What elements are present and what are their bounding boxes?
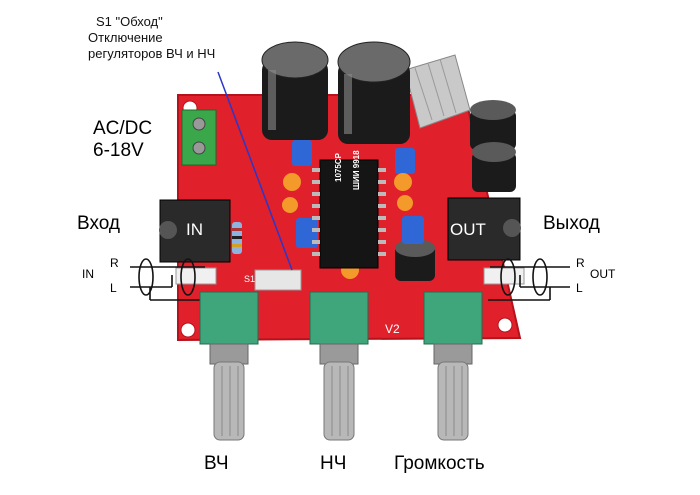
output-l-label: L	[576, 281, 583, 295]
power-line2: 6-18V	[93, 140, 144, 161]
s1-line2: Отключение	[88, 30, 163, 45]
s1-title: S1 "Обход"	[96, 14, 163, 29]
power-terminal	[181, 109, 217, 166]
knob-treble	[199, 291, 259, 441]
wiring-out	[488, 258, 570, 301]
ic-chip	[312, 159, 386, 269]
board-version: V2	[385, 322, 400, 336]
treble-label: ВЧ	[204, 453, 229, 474]
bass-label: НЧ	[320, 453, 347, 474]
big-capacitor-left	[261, 41, 329, 140]
output-jack	[447, 197, 521, 261]
volume-label: Громкость	[394, 453, 485, 474]
silk-s1: S1	[244, 274, 256, 284]
connector-out	[483, 267, 525, 285]
chip-marking-2: ШИИ 9918	[352, 150, 361, 190]
input-side-label: IN	[82, 267, 94, 281]
input-jack	[159, 199, 231, 263]
big-capacitor-right	[337, 41, 411, 144]
blue-capacitors	[292, 140, 424, 248]
knob-bass	[309, 291, 369, 441]
power-line1: AC/DC	[93, 118, 153, 139]
mount-hole	[497, 317, 513, 333]
s1-line3: регуляторов ВЧ и НЧ	[88, 46, 216, 61]
annotation-pointer	[217, 71, 293, 271]
switch-s1	[254, 269, 302, 291]
power-label: AC/DC 6-18V	[93, 118, 152, 162]
connector-in	[175, 267, 217, 285]
jack-in-label: IN	[186, 220, 203, 239]
input-l-label: L	[110, 281, 117, 295]
input-title: Вход	[77, 213, 120, 234]
jack-out-label: OUT	[450, 220, 486, 239]
knob-volume	[423, 291, 483, 441]
resistor	[232, 222, 242, 254]
small-capacitors	[395, 100, 516, 281]
chip-marking: 1075CP	[334, 153, 343, 182]
input-r-label: R	[110, 256, 119, 270]
output-side-label: OUT	[590, 267, 616, 281]
s1-annotation: S1 "Обход" Отключение регуляторов ВЧ и Н…	[88, 14, 268, 62]
mount-hole	[180, 322, 196, 338]
output-title: Выход	[543, 213, 600, 234]
output-r-label: R	[576, 256, 585, 270]
